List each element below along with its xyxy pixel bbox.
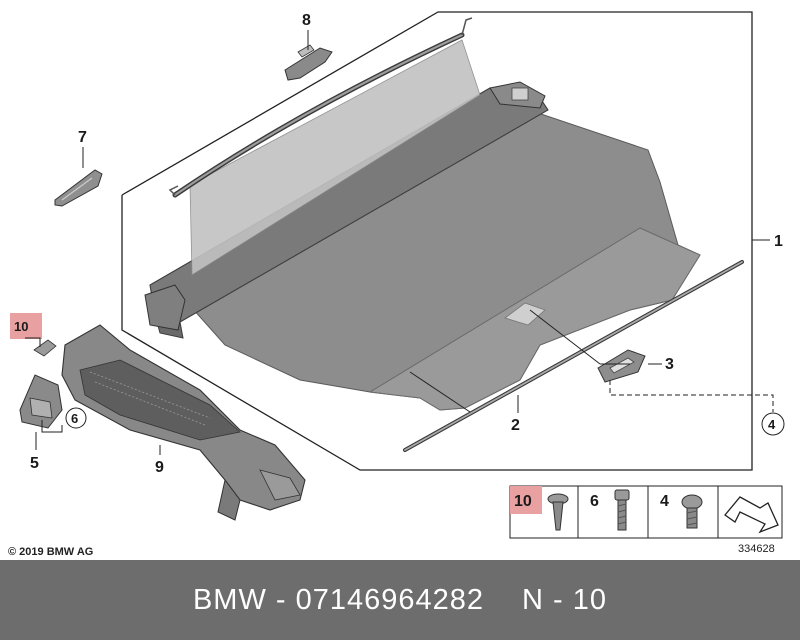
legend-10-highlight [510, 486, 542, 514]
callout-9: 9 [155, 459, 164, 476]
callout-10: 10 [14, 319, 28, 334]
folded-arrow-icon [724, 496, 779, 534]
callout-1: 1 [774, 233, 783, 250]
rod-part-2 [403, 260, 744, 452]
diagram-number: 334628 [738, 543, 775, 555]
footer-brand: BMW [192, 583, 267, 616]
clip-part-5 [19, 374, 63, 429]
screw-10-icon [547, 493, 569, 531]
callout-6-circle [65, 407, 87, 429]
callout-8: 8 [302, 12, 311, 29]
parts-diagram: 8 7 1 3 2 9 5 10 6 4 10 6 4 [8, 11, 785, 558]
hardware-legend: 10 6 4 [509, 485, 783, 539]
part-info-footer: BMW - 07146964282 N - 10 [0, 560, 800, 640]
legend-item-6: 6 [590, 493, 599, 510]
footer-position-label: N - 10 [522, 583, 608, 616]
callout-10-highlight [10, 313, 42, 339]
bolt-6-icon [614, 489, 630, 531]
footer-separator: - [275, 583, 287, 616]
footer-part-number: 07146964282 [295, 583, 485, 616]
legend-item-10: 10 [514, 493, 532, 510]
callout-5: 5 [30, 455, 39, 472]
roller-housing [144, 81, 549, 339]
partition-net [168, 17, 481, 276]
legend-item-4: 4 [660, 493, 669, 510]
callout-7: 7 [78, 129, 87, 146]
grip-part-3 [597, 349, 646, 383]
copyright-notice: © 2019 BMW AG [8, 546, 93, 558]
bracket-part-8 [284, 44, 333, 81]
clip-part-10 [33, 339, 57, 357]
assembly-frame [121, 11, 753, 471]
callout-2: 2 [511, 417, 520, 434]
callout-4: 4 [768, 417, 776, 432]
leader-lines [25, 30, 774, 455]
bolt-4-icon [681, 494, 703, 529]
cargo-cover [184, 99, 701, 411]
side-trim-part-9 [61, 324, 306, 521]
callout-3: 3 [665, 356, 674, 373]
cover-cap-part-7 [54, 169, 103, 207]
callout-6: 6 [71, 411, 78, 426]
callout-4-circle [761, 412, 785, 436]
